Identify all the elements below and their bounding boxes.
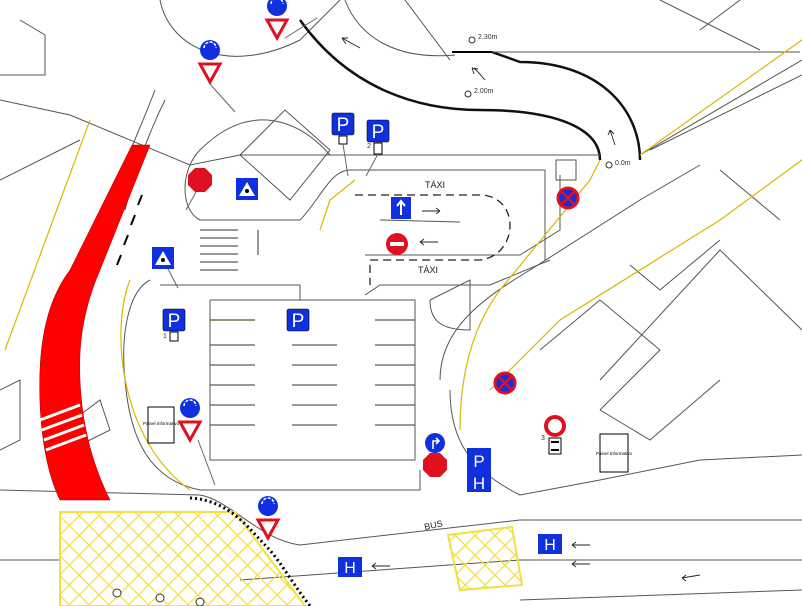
bike-crossing bbox=[39, 403, 87, 452]
dimension-label: 2.00m bbox=[474, 88, 494, 95]
yield-sign[interactable] bbox=[256, 494, 280, 540]
bus-stop-marking-h: H bbox=[344, 560, 356, 577]
no-vehicles-sign[interactable] bbox=[544, 415, 566, 455]
stop-sign[interactable] bbox=[185, 168, 212, 211]
parking-sign[interactable] bbox=[365, 119, 390, 177]
no-entry-sign[interactable] bbox=[386, 233, 408, 255]
bus-stop-marking: H bbox=[538, 534, 562, 554]
crosswalk-sign[interactable] bbox=[236, 178, 258, 200]
bollards bbox=[112, 588, 205, 606]
taxi-bay: TÁXI TÁXI bbox=[355, 180, 511, 285]
dimension-marks: 2.30m 2.00m 0.0m bbox=[464, 34, 631, 169]
traffic-arrows bbox=[341, 37, 701, 582]
bus-stop-sign-p: P bbox=[473, 452, 484, 471]
dimension-label: 0.0m bbox=[615, 160, 631, 167]
taxi-label-top: TÁXI bbox=[425, 180, 445, 190]
bike-lane-dashes bbox=[116, 194, 143, 266]
dimension-label: 2.30m bbox=[478, 34, 498, 41]
crosswalk-sign[interactable] bbox=[152, 247, 179, 289]
bus-stop-marking: H bbox=[338, 557, 362, 577]
info-panel[interactable]: Painel Informativo bbox=[143, 406, 180, 444]
kiosk bbox=[555, 159, 577, 181]
stop-sign[interactable] bbox=[423, 453, 447, 477]
yellow-hatch-box-left bbox=[59, 511, 307, 606]
parking-stalls bbox=[210, 319, 415, 426]
no-stopping-sign[interactable] bbox=[493, 371, 517, 395]
bus-stop-sign-h: H bbox=[473, 474, 485, 493]
no-stopping-sign[interactable] bbox=[556, 186, 580, 210]
crosswalk bbox=[200, 229, 259, 271]
tactile-curb bbox=[189, 496, 312, 606]
parking-sign[interactable] bbox=[286, 308, 310, 333]
plate-number: 3 bbox=[541, 435, 545, 442]
bus-lane-label: BUS bbox=[423, 518, 443, 532]
bus-stop-marking-h: H bbox=[544, 537, 556, 554]
yield-sign[interactable] bbox=[265, 0, 318, 40]
plate-number: 1 bbox=[163, 333, 167, 340]
one-way-sign[interactable] bbox=[391, 197, 411, 219]
info-panel[interactable]: Painel Informativo bbox=[596, 433, 633, 473]
plate-number: 2 bbox=[367, 143, 371, 150]
yield-sign[interactable] bbox=[178, 396, 216, 486]
taxi-label-bottom: TÁXI bbox=[418, 265, 438, 275]
yield-sign[interactable] bbox=[198, 38, 236, 113]
bus-stop-sign[interactable]: P H bbox=[467, 448, 491, 493]
info-panel-label: Painel Informativo bbox=[596, 451, 633, 456]
info-panel-label: Painel Informativo bbox=[143, 421, 180, 426]
parking-sign[interactable] bbox=[331, 112, 355, 177]
yellow-hatch-box-bus bbox=[446, 525, 524, 592]
parking-sign[interactable] bbox=[162, 308, 186, 342]
turn-right-sign[interactable] bbox=[425, 433, 445, 453]
